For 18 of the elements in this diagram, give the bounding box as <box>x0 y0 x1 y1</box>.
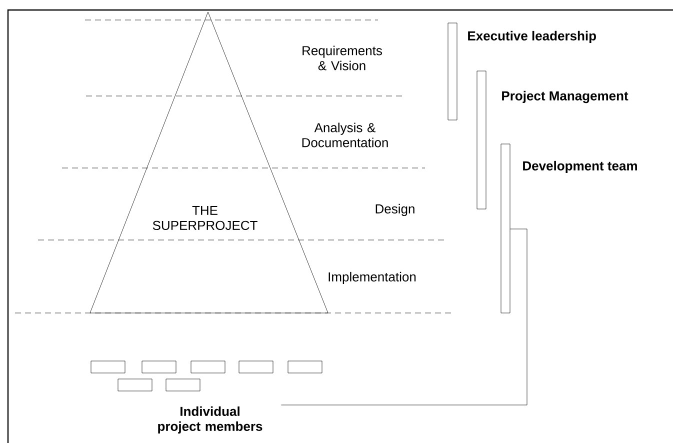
member-box <box>288 360 322 374</box>
phase-label: Design <box>376 204 414 216</box>
member-box <box>166 378 200 392</box>
bar <box>500 144 510 314</box>
role-label: Development team <box>523 160 637 174</box>
role-label: Executive leadership <box>468 30 596 44</box>
bar <box>476 70 486 210</box>
connector-line <box>281 228 528 406</box>
phase-label: Requirements & Vision <box>302 46 382 70</box>
member-caption: Individual project members <box>158 406 262 434</box>
role-label: Project Management <box>502 90 628 104</box>
phase-label: Analysis & Documentation <box>302 122 388 148</box>
bar <box>448 22 458 120</box>
member-box <box>118 378 152 392</box>
member-box <box>90 360 126 374</box>
member-box <box>142 360 176 374</box>
member-box <box>190 360 226 374</box>
member-box <box>238 360 274 374</box>
